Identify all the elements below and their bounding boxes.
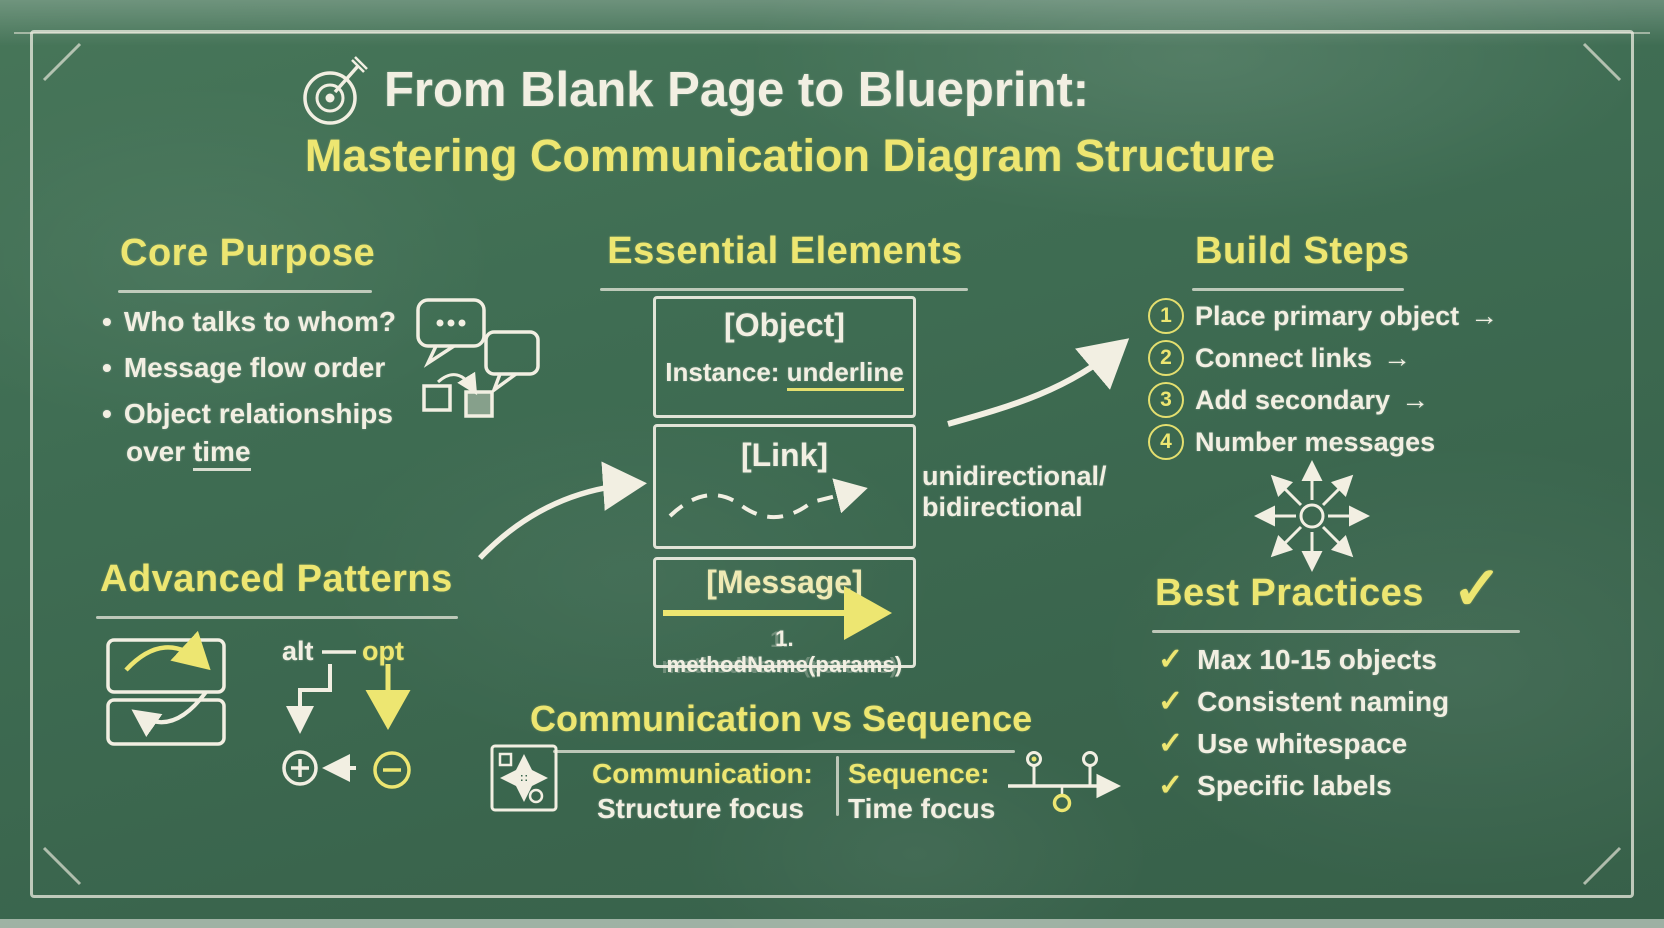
board-bottom-edge <box>0 919 1664 928</box>
bullet-dot-icon: • <box>102 398 112 429</box>
curved-arrow-to-link <box>478 461 647 560</box>
communication-diagram-icon <box>490 744 558 812</box>
bullet-text: Message flow order <box>123 352 386 383</box>
best-practice-text: Specific labels <box>1197 770 1392 801</box>
object-box-subtitle: Instance: underline <box>656 357 913 391</box>
step-label: Number messages <box>1195 426 1436 457</box>
bullet-dot-icon: • <box>102 306 112 337</box>
page-subtitle: Mastering Communication Diagram Structur… <box>304 130 1276 181</box>
object-box: [Object] Instance: underline <box>653 296 916 418</box>
best-practice-text: Use whitespace <box>1197 728 1408 759</box>
sequence-label: Sequence: <box>848 758 990 789</box>
underline <box>118 290 372 293</box>
link-box: [Link] <box>653 424 916 549</box>
opt-fragment-label: opt <box>362 636 404 666</box>
arrow-right-icon: → <box>1401 384 1430 415</box>
arrow-right-icon: → <box>1470 300 1499 331</box>
check-icon: ✓ <box>1158 643 1184 676</box>
step-label: Place primary object <box>1195 300 1460 331</box>
sequence-desc: Time focus <box>848 793 996 824</box>
link-box-title: [Link] <box>740 437 829 473</box>
best-practice-text: Max 10-15 objects <box>1197 644 1437 675</box>
underlined-word: underline <box>786 357 904 391</box>
best-practice-text: Consistent naming <box>1197 686 1450 717</box>
bullet-item: • Who talks to whom? <box>102 306 396 338</box>
alt-opt-sketch <box>282 650 411 789</box>
underline <box>600 288 968 291</box>
step-number: 1 <box>1148 298 1184 334</box>
build-step: 2 Connect links → <box>1148 340 1411 376</box>
message-signature: 1. methodName(params) <box>666 626 903 677</box>
best-practice-item: ✓ Use whitespace <box>1158 726 1407 761</box>
build-step: 4 Number messages <box>1148 424 1446 460</box>
build-steps-heading: Build Steps <box>1195 230 1410 272</box>
message-box: [Message] 1. methodName(params) <box>653 557 916 677</box>
alt-fragment-label: alt <box>282 636 314 666</box>
check-icon: ✓ <box>1158 727 1184 760</box>
curved-arrow-to-build-steps <box>947 338 1130 427</box>
link-direction-note: unidirectional/ bidirectional <box>922 461 1107 523</box>
check-icon: ✓ <box>1158 685 1184 718</box>
chalk-dust-wash <box>0 0 1664 46</box>
link-note-line1: unidirectional/ <box>922 461 1107 491</box>
best-practice-item: ✓ Specific labels <box>1158 768 1392 803</box>
underlined-word: time <box>192 436 251 471</box>
arrow-right-icon: → <box>1383 342 1412 373</box>
plus-circle-icon <box>282 750 318 786</box>
step-label: Connect links <box>1195 342 1373 373</box>
bullet-item: • Object relationships <box>102 398 393 430</box>
step-number: 3 <box>1148 382 1184 418</box>
chat-bubbles-icon <box>416 298 540 418</box>
build-step: 3 Add secondary → <box>1148 382 1429 418</box>
underline <box>1152 630 1520 633</box>
comparison-heading: Communication vs Sequence <box>530 698 1033 739</box>
bullet-dot-icon: • <box>102 352 112 383</box>
underline <box>553 750 1015 753</box>
bullet-text: Who talks to whom? <box>123 306 397 337</box>
step-number: 4 <box>1148 424 1184 460</box>
underline <box>96 616 458 619</box>
advanced-patterns-heading: Advanced Patterns <box>100 558 453 600</box>
bullet-item: • Message flow order <box>102 352 385 384</box>
bullet-text-continuation: over time <box>126 436 251 471</box>
core-purpose-heading: Core Purpose <box>120 232 376 274</box>
sequence-timeline-icon <box>1008 751 1121 813</box>
essential-elements-heading: Essential Elements <box>607 230 963 272</box>
comparison-divider <box>836 756 839 816</box>
best-practice-item: ✓ Max 10-15 objects <box>1158 642 1437 677</box>
page-title: From Blank Page to Blueprint: <box>384 63 1090 117</box>
target-icon <box>303 56 368 125</box>
check-icon: ✓ <box>1158 769 1184 802</box>
link-note-line2: bidirectional <box>922 492 1083 523</box>
best-practices-heading: Best Practices <box>1155 572 1424 614</box>
communication-label: Communication: <box>592 758 813 789</box>
bullet-text: Object relationships <box>123 398 393 429</box>
message-box-title: [Message] <box>706 564 863 600</box>
best-practice-item: ✓ Consistent naming <box>1158 684 1449 719</box>
loop-fragment-sketch <box>106 630 226 746</box>
object-box-title: [Object] <box>724 307 845 343</box>
step-label: Add secondary <box>1195 384 1391 415</box>
starburst-arrows-icon <box>1254 460 1370 572</box>
build-step: 1 Place primary object → <box>1148 298 1498 334</box>
instance-label: Instance: <box>665 357 787 387</box>
big-check-icon: ✓ <box>1452 555 1503 622</box>
communication-desc: Structure focus <box>597 793 804 824</box>
bullet-text-prefix: over <box>126 436 193 467</box>
underline <box>1192 288 1404 291</box>
minus-circle-icon <box>373 751 411 789</box>
step-number: 2 <box>1148 340 1184 376</box>
